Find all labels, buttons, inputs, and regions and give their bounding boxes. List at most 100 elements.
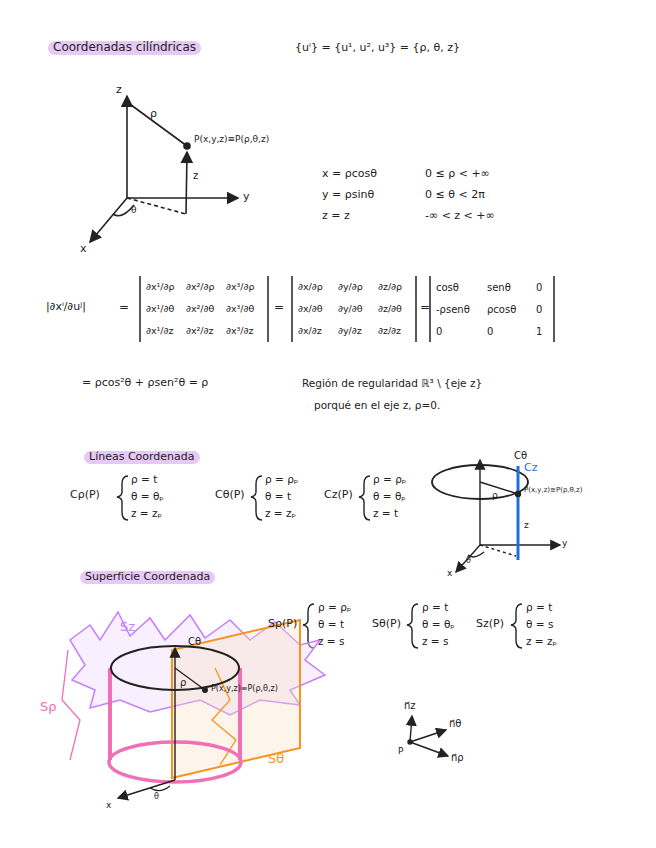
note-text: ρ xyxy=(492,490,498,500)
note-text: ∂x¹/∂ρ xyxy=(146,282,175,293)
note-text: ∂x²/∂θ xyxy=(186,304,214,315)
note-text: θ xyxy=(131,205,137,215)
note-text: y xyxy=(243,191,250,204)
note-text: y = ρsinθ xyxy=(322,189,374,202)
note-text: P(x,y,z)≡P(ρ,θ,z) xyxy=(211,684,278,693)
note-text: θ xyxy=(154,792,159,801)
note-text: θ = t xyxy=(265,490,291,502)
note-text: n⃗θ xyxy=(449,718,461,730)
cylindrical-figure xyxy=(90,96,238,242)
note-text: Sz xyxy=(120,620,135,635)
note-text: ∂x/∂z xyxy=(298,326,322,337)
note-text: ρcosθ xyxy=(487,304,516,316)
note-text: θ = s xyxy=(526,618,553,630)
note-text: θ = θₚ xyxy=(131,490,164,502)
page-title: Coordenadas cilíndricas xyxy=(48,41,201,55)
determinant-bars xyxy=(140,276,554,342)
note-text: ρ xyxy=(180,677,186,689)
note-text: Cθ xyxy=(188,636,201,648)
note-text: -ρsenθ xyxy=(436,304,470,316)
note-text: Región de regularidad ℝ³ \ {eje z} xyxy=(302,377,482,389)
note-text: z = zₚ xyxy=(526,635,557,647)
note-text: y xyxy=(562,538,567,548)
note-text: ∂y/∂ρ xyxy=(338,282,363,293)
note-text: Sz(P) xyxy=(476,618,504,631)
note-text: 0 xyxy=(487,326,493,338)
note-text: -∞ < z < +∞ xyxy=(425,210,495,223)
note-text: 0 xyxy=(436,326,442,338)
note-text: z = z xyxy=(322,210,350,223)
note-text: porqué en el eje z, ρ=0. xyxy=(314,399,440,411)
note-text: = xyxy=(274,301,284,315)
note-text: ∂z/∂ρ xyxy=(378,282,402,293)
note-text: ∂z/∂z xyxy=(378,326,401,337)
note-text: x xyxy=(80,243,87,256)
note-text: z xyxy=(524,520,529,530)
note-text: P xyxy=(398,746,403,756)
note-text: z = s xyxy=(422,635,448,647)
note-text: x xyxy=(106,800,111,810)
note-text: ρ = ρₚ xyxy=(373,473,406,485)
note-text: {uⁱ} = {u¹, u², u³} = {ρ, θ, z} xyxy=(295,42,460,55)
note-text: Sρ xyxy=(40,700,57,715)
note-text: ∂x³/∂θ xyxy=(226,304,254,315)
note-text: ∂x³/∂ρ xyxy=(226,282,255,293)
note-text: Sθ xyxy=(268,752,284,767)
brace xyxy=(117,476,522,648)
note-text: ρ = t xyxy=(526,601,552,613)
note-text: θ = θₚ xyxy=(422,618,455,630)
note-text: z = zₚ xyxy=(265,507,296,519)
note-text: z xyxy=(193,170,198,182)
note-text: ρ = ρₚ xyxy=(318,601,351,613)
note-text: senθ xyxy=(487,282,511,294)
note-text: ρ = ρₚ xyxy=(265,473,298,485)
note-text: z xyxy=(116,84,122,97)
note-text: 0 ≤ ρ < +∞ xyxy=(425,168,490,181)
coordinate-lines-figure xyxy=(432,460,560,572)
note-text: = ρcos²θ + ρsen²θ = ρ xyxy=(82,377,208,390)
note-text: ∂y/∂θ xyxy=(338,304,362,315)
note-text: 1 xyxy=(536,326,542,338)
note-text: n⃗z xyxy=(404,700,416,712)
note-text: = xyxy=(119,301,129,315)
note-text: ∂x³/∂z xyxy=(226,326,253,337)
note-text: θ xyxy=(466,556,471,565)
note-text: ρ = t xyxy=(131,473,157,485)
note-text: Superficie Coordenada xyxy=(80,571,215,584)
note-text: x = ρcosθ xyxy=(322,168,377,181)
note-text: ∂x¹/∂θ xyxy=(146,304,174,315)
note-text: ∂y/∂z xyxy=(338,326,362,337)
note-text: Cθ(P) xyxy=(215,489,245,502)
note-text: 0 xyxy=(536,282,542,294)
note-text: = xyxy=(420,301,430,315)
note-text: Cρ(P) xyxy=(70,489,100,502)
note-text: ∂x²/∂ρ xyxy=(186,282,215,293)
note-text: cosθ xyxy=(436,282,459,294)
note-text: x xyxy=(447,568,452,578)
note-text: z = t xyxy=(373,507,398,519)
note-text: 0 xyxy=(536,304,542,316)
note-text: ∂x/∂θ xyxy=(298,304,322,315)
note-text: θ = θₚ xyxy=(373,490,406,502)
note-text: ∂x/∂ρ xyxy=(298,282,323,293)
note-text: P(x,y,z)≡P(ρ,θ,z) xyxy=(194,134,269,144)
note-text: z = s xyxy=(318,635,344,647)
note-text: |∂xⁱ/∂uʲ| xyxy=(46,301,86,314)
coordinate-surfaces-figure xyxy=(62,612,325,798)
note-text: Cz xyxy=(524,462,537,475)
note-text: θ = t xyxy=(318,618,344,630)
note-text: ∂x²/∂z xyxy=(186,326,213,337)
note-text: ∂z/∂θ xyxy=(378,304,402,315)
note-text: Sθ(P) xyxy=(372,618,401,631)
note-text: ρ = t xyxy=(422,601,448,613)
note-text: ∂x¹/∂z xyxy=(146,326,173,337)
note-text: 0 ≤ θ < 2π xyxy=(425,189,485,202)
note-text: Cz(P) xyxy=(324,489,353,502)
note-text: P(x,y,z)≡P(ρ,θ,z) xyxy=(524,486,583,494)
note-text: ρ xyxy=(150,108,157,121)
normal-vectors xyxy=(408,716,448,756)
note-text: Cθ xyxy=(514,450,527,462)
note-text: Líneas Coordenada xyxy=(84,451,200,464)
note-text: Sρ(P) xyxy=(268,618,297,631)
